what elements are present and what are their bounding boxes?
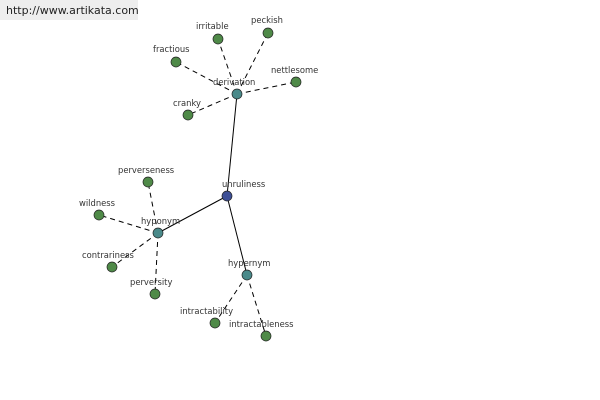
- leaf-node-label[interactable]: intractability: [180, 306, 233, 316]
- leaf-node-dot[interactable]: [182, 109, 194, 121]
- leaf-node-dot[interactable]: [260, 330, 272, 342]
- center-node-label[interactable]: unruliness: [222, 179, 265, 189]
- edge-center-to-derivation: [226, 93, 238, 197]
- leaf-node-label[interactable]: cranky: [173, 98, 201, 108]
- edge-derivation-to-nettlesome: [236, 81, 297, 95]
- leaf-node-dot[interactable]: [149, 288, 161, 300]
- edge-hyponym-to-wildness: [98, 214, 159, 234]
- leaf-node-label[interactable]: peckish: [251, 15, 283, 25]
- leaf-node-perverseness[interactable]: perverseness: [118, 165, 174, 188]
- edge-hyponym-to-perversity: [154, 232, 159, 295]
- leaf-node-dot[interactable]: [290, 76, 302, 88]
- leaf-node-dot[interactable]: [209, 317, 221, 329]
- category-node-label[interactable]: hyponym: [141, 216, 180, 226]
- site-url-link[interactable]: http://www.artikata.com: [6, 4, 139, 17]
- leaf-node-label[interactable]: nettlesome: [271, 65, 318, 75]
- leaf-node-label[interactable]: perverseness: [118, 165, 174, 175]
- category-node-dot[interactable]: [241, 269, 253, 281]
- leaf-node-perversity[interactable]: perversity: [130, 277, 172, 300]
- leaf-node-dot[interactable]: [106, 261, 118, 273]
- leaf-node-intractableness[interactable]: intractableness: [229, 319, 294, 342]
- edge-derivation-to-irritable: [217, 38, 238, 95]
- edges: [98, 32, 297, 337]
- nodes: unruliness derivation irritable peckish frac…: [79, 15, 318, 342]
- leaf-node-cranky[interactable]: cranky: [173, 98, 201, 121]
- category-node-label[interactable]: derivation: [213, 77, 255, 87]
- leaf-node-dot[interactable]: [93, 209, 105, 221]
- leaf-node-label[interactable]: fractious: [153, 44, 190, 54]
- site-banner[interactable]: http://www.artikata.com: [0, 0, 139, 20]
- leaf-node-dot[interactable]: [142, 176, 154, 188]
- leaf-node-peckish[interactable]: peckish: [251, 15, 283, 39]
- leaf-node-dot[interactable]: [212, 33, 224, 45]
- category-node-hypernym[interactable]: hypernym: [228, 258, 270, 281]
- edge-center-to-hyponym: [157, 195, 228, 234]
- leaf-node-label[interactable]: intractableness: [229, 319, 294, 329]
- leaf-node-dot[interactable]: [170, 56, 182, 68]
- leaf-node-nettlesome[interactable]: nettlesome: [271, 65, 318, 88]
- category-node-dot[interactable]: [152, 227, 164, 239]
- center-node-dot[interactable]: [221, 190, 233, 202]
- leaf-node-dot[interactable]: [262, 27, 274, 39]
- category-node-label[interactable]: hypernym: [228, 258, 270, 268]
- category-node-dot[interactable]: [231, 88, 243, 100]
- leaf-node-irritable[interactable]: irritable: [196, 21, 229, 45]
- edge-derivation-to-peckish: [236, 32, 269, 95]
- edge-derivation-to-fractious: [175, 61, 238, 95]
- leaf-node-label[interactable]: wildness: [79, 198, 115, 208]
- edge-hypernym-to-intractableness: [246, 274, 267, 337]
- edge-hyponym-to-contrariness: [111, 232, 159, 268]
- center-node-unruliness[interactable]: unruliness: [221, 179, 265, 202]
- category-node-derivation[interactable]: derivation: [213, 77, 255, 100]
- leaf-node-label[interactable]: irritable: [196, 21, 229, 31]
- leaf-node-wildness[interactable]: wildness: [79, 198, 115, 221]
- edge-hypernym-to-intractability: [214, 274, 248, 324]
- leaf-node-label[interactable]: contrariness: [82, 250, 134, 260]
- edge-center-to-hypernym: [226, 195, 248, 276]
- leaf-node-label[interactable]: perversity: [130, 277, 172, 287]
- category-node-hyponym[interactable]: hyponym: [141, 216, 180, 239]
- leaf-node-fractious[interactable]: fractious: [153, 44, 190, 68]
- leaf-node-contrariness[interactable]: contrariness: [82, 250, 134, 273]
- leaf-node-intractability[interactable]: intractability: [180, 306, 233, 329]
